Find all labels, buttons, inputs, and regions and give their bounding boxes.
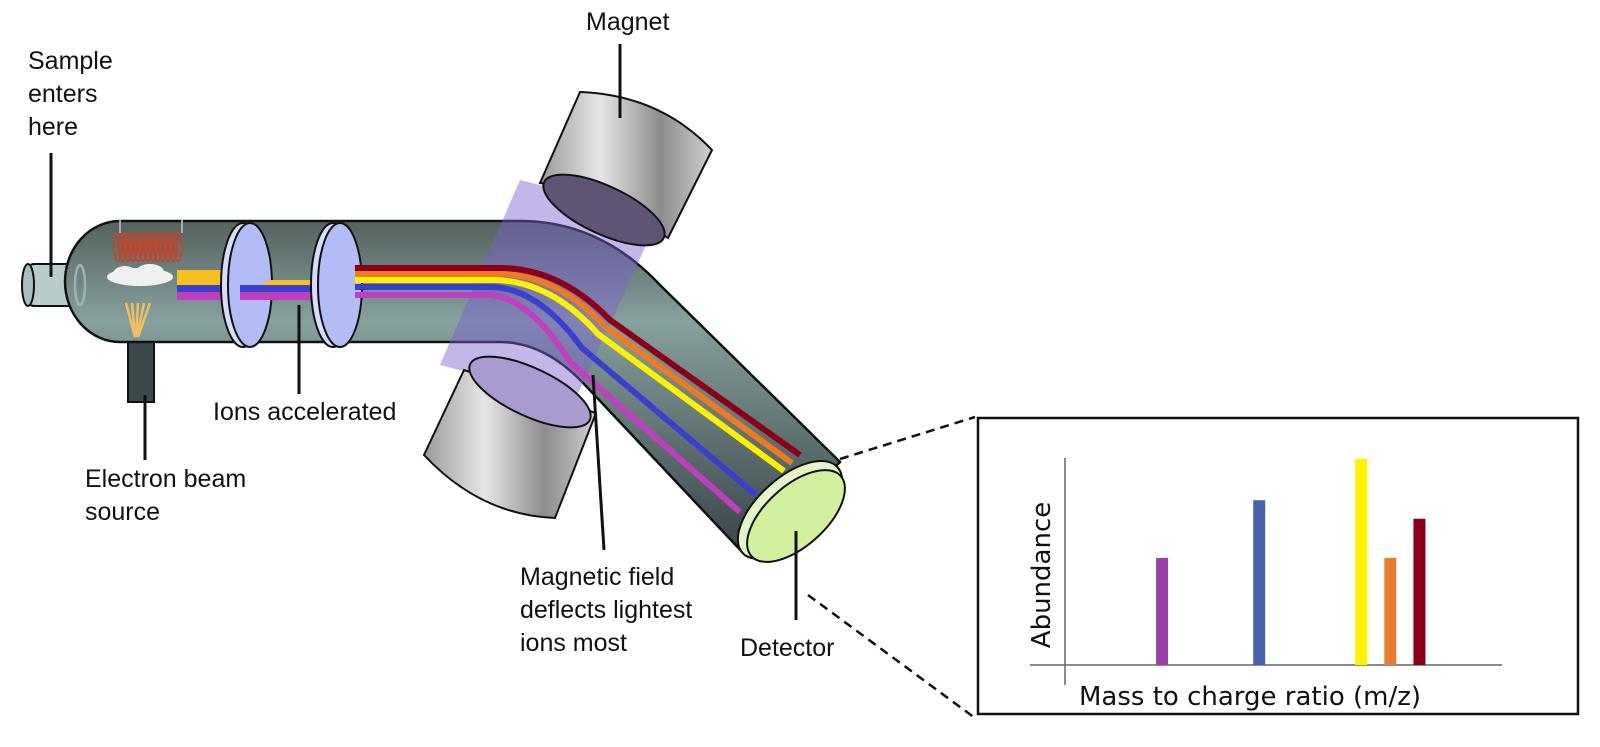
leader-lines [49,44,798,620]
coil-loop [153,232,163,262]
accelerator-plate-2 [310,222,363,348]
label-ions-accelerated: Ions accelerated [213,398,397,426]
coil-loop [168,232,178,262]
coil-loop [138,232,148,262]
x-axis-label: Mass to charge ratio (m/z) [1079,682,1421,712]
bar-ion-2 [1253,500,1266,665]
y-axis-label: Abundance [1027,502,1057,648]
bar-ion-3 [1355,459,1368,665]
ion-beam-magenta [355,292,742,515]
bar-ion-5 [1413,518,1426,665]
label-magnetic-field: Magnetic field deflects lightest ions mo… [520,563,693,657]
coil-loop [143,232,153,262]
sample-vapor-cloud-icon [107,264,173,286]
electron-beam-icon [124,302,152,338]
label-magnet: Magnet [586,8,670,36]
bar-ion-1 [1156,557,1169,665]
upper-magnet [538,90,714,247]
chart-frame [976,416,1580,716]
ion-beam-orange [355,271,794,466]
ion-beam-dark-red [355,265,802,458]
coil-loop [163,232,173,262]
label-electron-beam-source: Electron beam source [85,465,247,526]
electron-source-housing [127,339,155,403]
ion-beam-blue [355,284,758,498]
bar-ion-4 [1384,557,1397,665]
label-detector: Detector [740,634,835,662]
coil-loop [133,232,143,262]
filament-coil-icon [113,232,183,262]
deflected-ion-beams [355,265,802,515]
mid-ion-beam [240,280,315,300]
initial-ion-beam [177,270,225,300]
coil-loop [148,232,158,262]
coil-loop [113,232,123,262]
coil-loop [123,232,133,262]
coil-loop [128,232,138,262]
coil-loop [173,232,183,262]
ion-beam-yellow [355,277,786,474]
coil-loop [118,232,128,262]
detector-plate [736,460,846,563]
zoom-callout-lines [807,415,976,720]
mass-spectrum-chart: Abundance Mass to charge ratio (m/z) [976,416,1580,716]
lower-magnet [422,355,598,520]
label-sample-enters-here: Sample enters here [28,47,113,141]
coil-loop [158,232,168,262]
